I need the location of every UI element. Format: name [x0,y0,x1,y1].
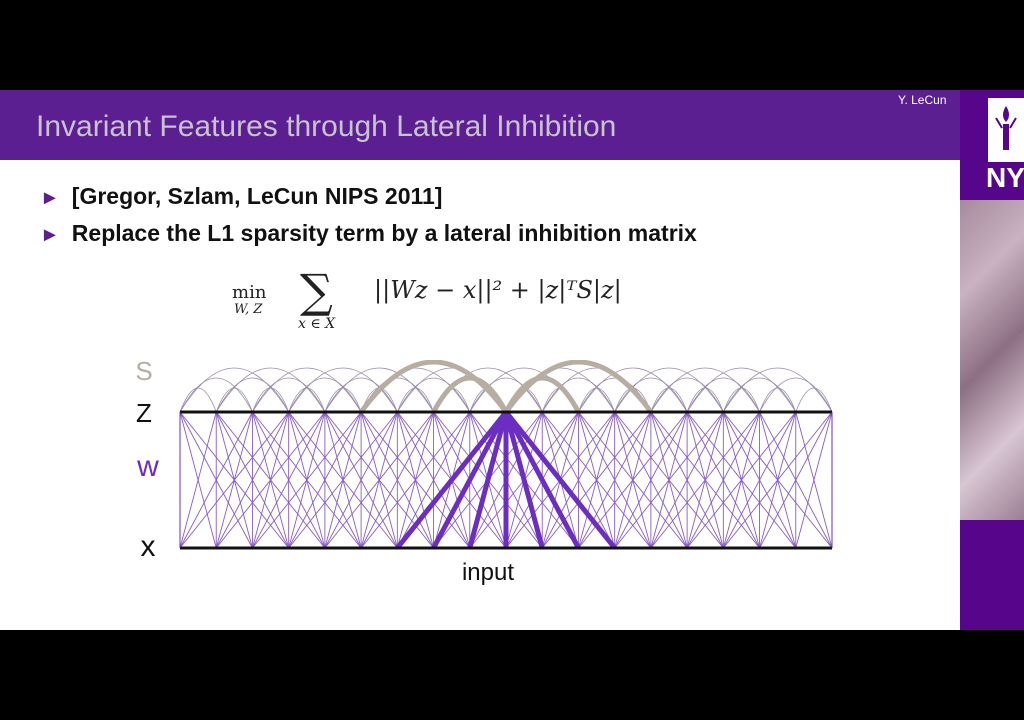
w-connection-line [324,411,398,549]
s-arc [324,367,434,413]
w-connection-line [541,411,616,549]
highlighted-w-connection [395,410,508,550]
s-arc [179,377,253,413]
highlighted-w-connection [503,410,581,550]
s-arc [614,377,688,413]
s-arc [722,377,797,413]
w-connection-line [360,411,471,549]
highlighted-s-arc [431,375,509,414]
nyu-logo-text: NY [986,162,1024,193]
w-connection-line [686,411,760,549]
input-label: input [462,559,514,586]
bullet-text: [Gregor, Szlam, LeCun NIPS 2011] [71,183,443,209]
w-connection-line [614,411,724,549]
w-label: w [136,450,159,483]
w-connection-line [614,411,688,549]
highlighted-s-arc [359,360,509,414]
w-connection-line [795,411,833,549]
s-arc [215,367,326,413]
w-connection-line [541,411,652,549]
highlighted-s-arc [503,360,653,414]
slide: Invariant Features through Lateral Inhib… [0,90,960,630]
w-connection-line [650,411,724,549]
nyu-sidebar: NY [960,90,1024,630]
w-connection-line [722,411,833,549]
w-connection-line [288,411,362,549]
w-connection-line [722,411,797,549]
formula-sum-subscript: x ∈ X [298,316,336,332]
bullet-text: Replace the L1 sparsity term by a latera… [71,220,697,246]
s-arc [541,377,616,413]
s-arc [288,387,326,413]
s-arc [795,387,833,413]
x-label: x [141,530,156,563]
s-arc [722,387,760,413]
s-arc [396,387,434,413]
w-connection-line [759,411,833,549]
w-connection-line [179,411,253,549]
s-arc [288,367,398,413]
w-connection-line [215,411,290,549]
highlighted-w-connection [467,411,509,549]
s-arc [469,377,543,413]
title-bar: Invariant Features through Lateral Inhib… [0,90,960,160]
s-arc [396,377,471,413]
s-arc [252,387,290,413]
s-arc [722,367,833,413]
s-arc [650,387,688,413]
highlighted-w-connection [431,410,509,550]
w-connection-line [650,411,760,549]
w-connection-line [396,411,471,549]
slide-title: Invariant Features through Lateral Inhib… [36,110,617,143]
nyu-torch-icon [988,98,1024,162]
formula-sum-symbol: ∑ [300,264,333,318]
formula-min-subscript: W, Z [234,302,263,317]
s-arc [179,367,290,413]
formula-body: ||Wz − x||² + |z|ᵀS|z| [374,276,622,304]
s-arc [650,377,724,413]
s-arc [324,377,398,413]
w-connection-line [179,411,290,549]
s-arc [324,387,362,413]
s-arc [578,367,688,413]
formula-min: min [232,282,267,303]
w-connection-line [288,411,398,549]
w-connection-line [324,411,434,549]
bullet-triangle-icon: ► [40,187,60,209]
s-arc [686,367,797,413]
w-connection-line [360,411,434,549]
s-arc [686,387,724,413]
s-arc [252,367,362,413]
w-connection-line [578,411,652,549]
s-arc [578,387,616,413]
speaker-photo [960,200,1024,520]
s-arc [650,367,760,413]
bullet-item: ► [Gregor, Szlam, LeCun NIPS 2011] [40,183,442,210]
s-arc [759,377,833,413]
s-label: S [135,360,152,386]
lateral-inhibition-diagram: SZw x input [135,360,833,586]
w-connection-line [215,411,326,549]
s-arc [252,377,326,413]
w-connection-line [252,411,326,549]
s-arc [759,387,797,413]
s-arc [215,377,290,413]
bullet-item: ► Replace the L1 sparsity term by a later… [40,220,697,247]
s-arc [686,377,760,413]
s-arc [614,367,724,413]
highlighted-w-connection [504,410,617,550]
s-arc [288,377,362,413]
z-label: Z [136,398,152,428]
s-arc [179,387,217,413]
author-label: Y. LeCun [898,93,947,107]
s-arc [215,387,253,413]
bullet-triangle-icon: ► [40,224,60,246]
highlighted-w-connection [503,411,545,549]
w-connection-line [179,411,217,549]
w-connection-line [686,411,797,549]
w-connection-line [252,411,362,549]
